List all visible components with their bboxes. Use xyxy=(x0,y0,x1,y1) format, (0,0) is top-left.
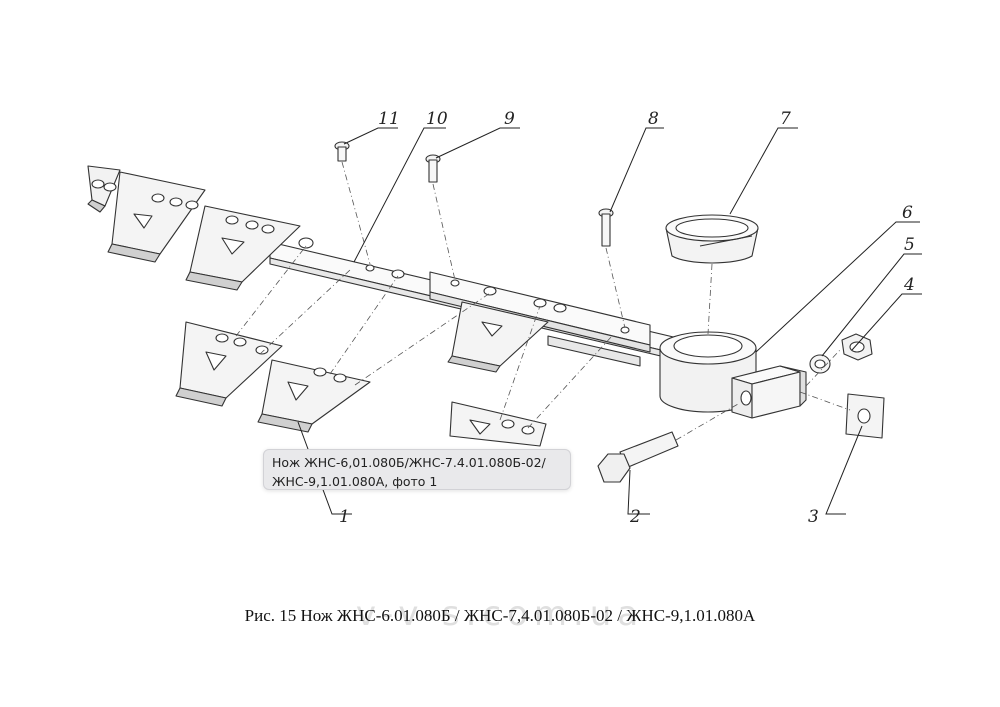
rivet-parts xyxy=(334,141,614,247)
callout-3: 3 xyxy=(808,507,819,527)
upper-knife-assembly xyxy=(87,165,721,373)
callout-7: 7 xyxy=(780,109,791,129)
watermark: v-v-s.com.ua xyxy=(355,594,645,634)
callout-2: 2 xyxy=(629,507,641,527)
tooltip-line-1: Нож ЖНС-6,01.080Б/ЖНС-7.4.01.080Б-02/ xyxy=(272,455,546,470)
callout-9: 9 xyxy=(504,109,515,129)
callout-10: 10 xyxy=(426,109,448,129)
ring-part xyxy=(665,214,759,264)
callout-1: 1 xyxy=(339,507,350,527)
nut-part xyxy=(841,333,873,361)
tooltip-line-2: ЖНС-9,1.01.080А, фото 1 xyxy=(272,474,438,489)
knife-head-bracket xyxy=(659,331,807,419)
callout-11: 11 xyxy=(378,109,400,129)
image-tooltip: Нож ЖНС-6,01.080Б/ЖНС-7.4.01.080Б-02/ ЖН… xyxy=(263,449,571,490)
washer-part xyxy=(809,354,831,374)
leader-lines xyxy=(297,127,922,515)
loose-knife-sections xyxy=(175,321,547,447)
figure-caption: Рис. 15 Нож ЖНС-6.01.080Б / ЖНС-7,4.01.0… xyxy=(244,606,756,625)
callout-5: 5 xyxy=(904,235,915,255)
bolt-part xyxy=(597,431,679,483)
square-plate-part xyxy=(845,393,885,439)
callout-8: 8 xyxy=(648,109,659,129)
callout-6: 6 xyxy=(902,203,913,223)
callout-4: 4 xyxy=(903,275,915,295)
assembly-axes xyxy=(235,161,851,441)
